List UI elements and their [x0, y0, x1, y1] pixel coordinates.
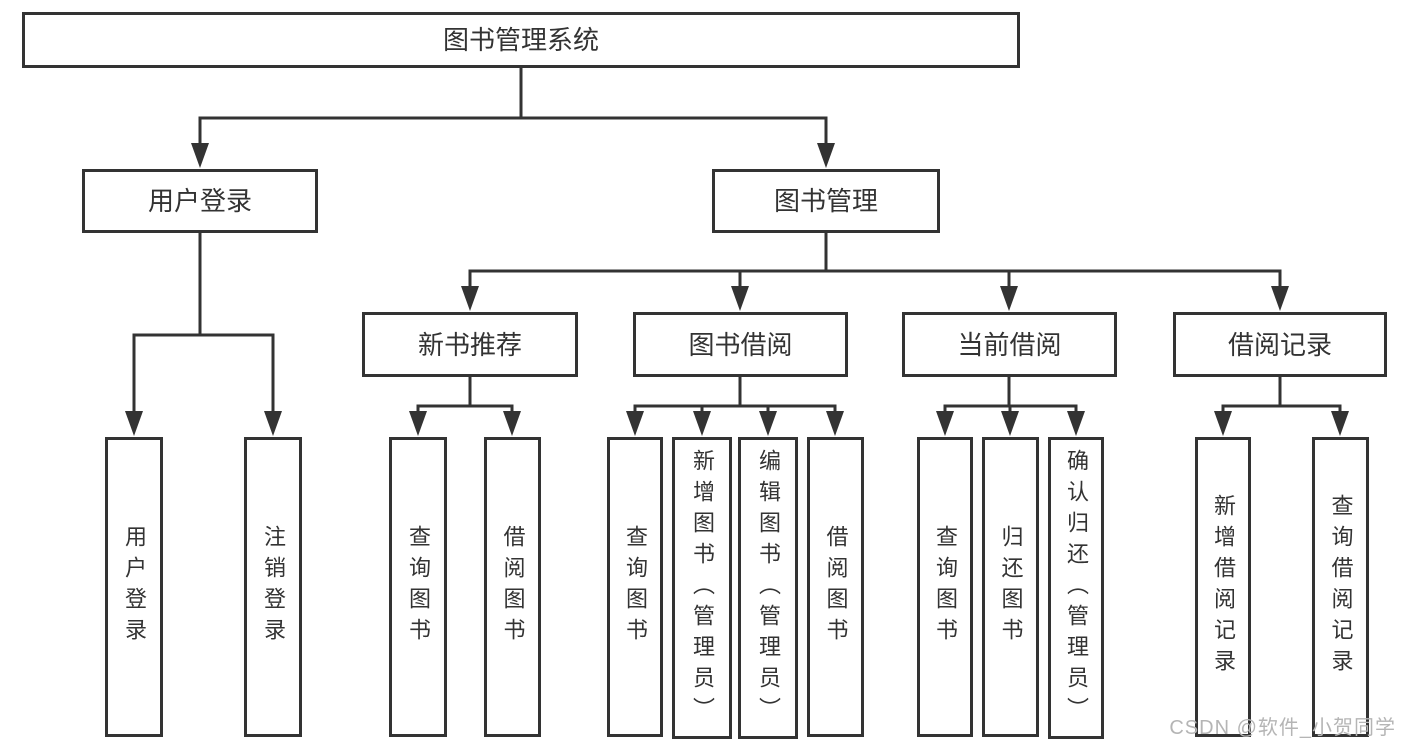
arrowhead	[1331, 411, 1349, 436]
node-borrowing-records: 借阅记录	[1173, 312, 1387, 377]
leaf-edit-books-admin: 编辑图书（管理员）	[738, 437, 798, 739]
node-current-borrowing: 当前借阅	[902, 312, 1117, 377]
leaf-borrow-books-borrow: 借阅图书	[807, 437, 864, 737]
arrowhead	[826, 411, 844, 436]
node-label: 归还图书	[998, 525, 1024, 649]
node-label: 用户登录	[122, 525, 147, 649]
node-label: 查询借阅记录	[1328, 494, 1354, 680]
leaf-query-borrow-record: 查询借阅记录	[1312, 437, 1369, 737]
arrowhead	[626, 411, 644, 436]
node-label: 借阅记录	[1227, 329, 1332, 360]
leaf-query-books-borrow: 查询图书	[607, 437, 663, 737]
node-label: 新增图书（管理员）	[690, 448, 715, 728]
arrowhead	[1271, 286, 1289, 311]
node-label: 确认归还（管理员）	[1064, 448, 1089, 728]
node-label: 注销登录	[261, 525, 286, 649]
arrowhead	[503, 411, 521, 436]
node-book-borrowing: 图书借阅	[633, 312, 848, 377]
node-label: 借阅图书	[823, 525, 849, 649]
leaf-add-borrow-record: 新增借阅记录	[1195, 437, 1251, 737]
leaf-confirm-return-admin: 确认归还（管理员）	[1048, 437, 1104, 739]
arrowhead	[731, 286, 749, 311]
arrowhead	[759, 411, 777, 436]
node-label: 图书借阅	[688, 329, 793, 360]
leaf-query-books-current: 查询图书	[917, 437, 973, 737]
leaf-add-books-admin: 新增图书（管理员）	[672, 437, 732, 739]
node-label: 查询图书	[933, 525, 958, 649]
node-label: 查询图书	[406, 525, 431, 649]
node-label: 新书推荐	[417, 329, 522, 360]
csdn-watermark: CSDN @软件_小贺同学	[1169, 717, 1396, 739]
node-label: 图书管理	[773, 186, 878, 216]
node-root: 图书管理系统	[22, 12, 1020, 68]
node-book-management: 图书管理	[712, 169, 940, 233]
arrowhead	[1001, 411, 1019, 436]
leaf-query-books-recommend: 查询图书	[389, 437, 447, 737]
node-label: 图书管理系统	[442, 25, 599, 55]
leaf-logout: 注销登录	[244, 437, 302, 737]
arrowhead	[125, 411, 143, 436]
leaf-user-login: 用户登录	[105, 437, 163, 737]
arrowhead	[1067, 411, 1085, 436]
node-label: 新增借阅记录	[1211, 494, 1236, 680]
arrowhead	[461, 286, 479, 311]
node-label: 用户登录	[147, 186, 252, 216]
node-user-login: 用户登录	[82, 169, 318, 233]
arrowhead	[264, 411, 282, 436]
leaf-borrow-books-recommend: 借阅图书	[484, 437, 541, 737]
arrowhead	[1000, 286, 1018, 311]
node-label: 编辑图书（管理员）	[756, 448, 781, 728]
node-label: 查询图书	[623, 525, 648, 649]
arrowhead	[693, 411, 711, 436]
arrowhead	[409, 411, 427, 436]
leaf-return-books: 归还图书	[982, 437, 1039, 737]
arrowhead	[817, 143, 835, 168]
arrowhead	[936, 411, 954, 436]
node-new-book-recommendation: 新书推荐	[362, 312, 578, 377]
arrowhead	[1214, 411, 1232, 436]
arrowhead	[191, 143, 209, 168]
node-label: 借阅图书	[500, 525, 526, 649]
node-label: 当前借阅	[957, 329, 1062, 360]
